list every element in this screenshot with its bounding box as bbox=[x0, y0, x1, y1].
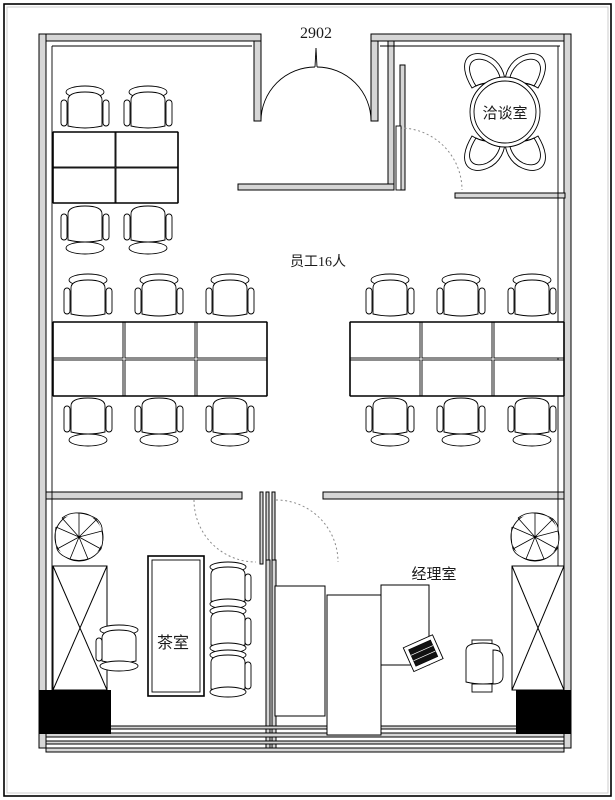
desk-return bbox=[380, 584, 430, 666]
desk bbox=[493, 321, 565, 359]
meeting-room-door-leaf[interactable] bbox=[395, 125, 402, 191]
manager-room-label: 经理室 bbox=[411, 566, 456, 583]
chair bbox=[60, 205, 110, 255]
keyboard bbox=[402, 634, 444, 673]
chair bbox=[205, 397, 255, 447]
desk bbox=[115, 131, 179, 168]
desk bbox=[52, 131, 116, 168]
desk bbox=[52, 167, 116, 204]
meeting-table bbox=[469, 76, 541, 148]
meeting-room-door[interactable] bbox=[399, 127, 463, 191]
chair bbox=[60, 85, 110, 129]
chair bbox=[365, 397, 415, 447]
chair bbox=[95, 624, 139, 672]
column-right bbox=[516, 690, 571, 734]
desk-bank-left bbox=[52, 273, 268, 447]
credenza bbox=[274, 585, 326, 717]
desk bbox=[124, 321, 196, 359]
desk bbox=[421, 321, 493, 359]
tea-room-furniture bbox=[95, 555, 252, 698]
columns bbox=[39, 690, 571, 734]
chair bbox=[436, 397, 486, 447]
chair bbox=[209, 605, 252, 654]
chair bbox=[507, 273, 557, 317]
desk bbox=[115, 167, 179, 204]
sheet-border bbox=[3, 3, 612, 797]
window-panel-right bbox=[511, 565, 565, 691]
plant-left bbox=[54, 512, 104, 562]
manager-desk bbox=[326, 594, 382, 736]
column-left bbox=[39, 690, 111, 734]
main-entry-door[interactable] bbox=[260, 47, 372, 122]
desk bbox=[196, 321, 268, 359]
desk bbox=[52, 321, 124, 359]
desk-cluster-topleft bbox=[52, 85, 179, 255]
window-panel-left bbox=[52, 565, 108, 691]
meeting-room-label: 洽谈室 bbox=[482, 105, 527, 122]
chair bbox=[134, 397, 184, 447]
chair bbox=[436, 273, 486, 317]
chair bbox=[209, 561, 252, 610]
desk bbox=[196, 359, 268, 397]
desk bbox=[421, 359, 493, 397]
plant-right bbox=[510, 512, 560, 562]
chair bbox=[63, 273, 113, 317]
desk-bank-right bbox=[349, 273, 565, 447]
chair bbox=[134, 273, 184, 317]
meeting-room-furniture bbox=[464, 53, 546, 171]
chair bbox=[123, 85, 173, 129]
staff-count-label: 员工16人 bbox=[290, 254, 346, 270]
desk bbox=[124, 359, 196, 397]
desk bbox=[52, 359, 124, 397]
unit-number-label: 2902 bbox=[300, 25, 332, 42]
chair bbox=[209, 649, 252, 698]
walls bbox=[38, 33, 572, 753]
chair bbox=[123, 205, 173, 255]
chair bbox=[205, 273, 255, 317]
tea-room-label: 茶室 bbox=[157, 634, 189, 652]
desk bbox=[493, 359, 565, 397]
manager-room-furniture bbox=[274, 584, 504, 736]
chair bbox=[507, 397, 557, 447]
chair bbox=[365, 273, 415, 317]
chair bbox=[63, 397, 113, 447]
chair bbox=[465, 639, 504, 693]
desk bbox=[349, 359, 421, 397]
desk bbox=[349, 321, 421, 359]
